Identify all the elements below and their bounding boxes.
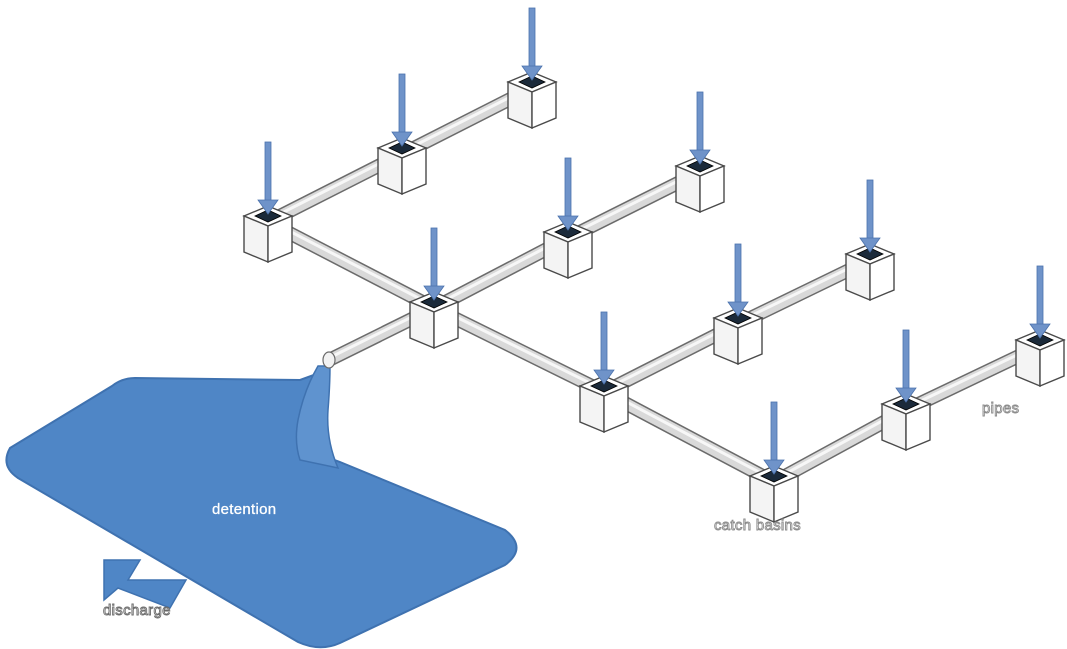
inlet-grate	[554, 225, 582, 239]
catch-basin-12	[748, 465, 800, 524]
inlet-grate	[518, 75, 546, 89]
inflow-arrow-icon-5	[557, 157, 579, 231]
catch-basin-group	[242, 71, 1066, 524]
catch-basins-label: catch basins	[714, 517, 801, 534]
inlet-grate	[724, 311, 752, 325]
catch-basin-4	[674, 155, 726, 214]
inflow-arrow-icon-8	[727, 243, 749, 317]
pipe-segment-6	[430, 301, 608, 399]
catch-basin-11	[880, 393, 932, 452]
catch-basin-5	[542, 221, 594, 280]
water-outfall-stream	[295, 365, 340, 470]
inlet-grate	[254, 209, 282, 223]
catch-basin-3	[242, 205, 294, 264]
catch-basin-2	[376, 137, 428, 196]
inlet-grate	[892, 397, 920, 411]
inlet-grate	[1026, 333, 1054, 347]
catch-basin-1	[506, 71, 558, 130]
inlet-grate	[686, 159, 714, 173]
catch-basin-7	[844, 243, 896, 302]
inlet-grate	[590, 379, 618, 393]
discharge-arrow-icon	[103, 559, 188, 609]
inlet-grate	[388, 141, 416, 155]
detention-pond	[5, 365, 518, 649]
discharge-label: discharge	[103, 602, 171, 619]
inflow-arrow-icon-9	[593, 311, 615, 385]
catch-basin-9	[578, 375, 630, 434]
inflow-arrow-icon-12	[763, 401, 785, 475]
catch-basin-8	[712, 307, 764, 366]
pipes-label: pipes	[982, 400, 1019, 417]
inflow-arrow-icon-3	[257, 141, 279, 215]
detention-label: detention	[212, 501, 276, 518]
catch-basin-6	[408, 291, 460, 350]
pipe-outlet	[322, 351, 336, 369]
catch-basin-10	[1014, 329, 1066, 388]
pipe-segment-3	[264, 215, 438, 315]
inflow-arrow-icon-7	[859, 179, 881, 253]
inflow-arrow-icon-4	[689, 91, 711, 165]
inflow-arrow-icon-11	[895, 329, 917, 403]
inlet-grate	[856, 247, 884, 261]
inflow-arrow-icon-1	[521, 7, 543, 81]
detention-basin-shape	[5, 370, 518, 649]
inflow-arrow-icon-2	[391, 73, 413, 147]
pipe-segment-9	[600, 385, 778, 489]
inflow-arrow-icon-10	[1029, 265, 1051, 339]
inflow-arrow-group	[257, 7, 1051, 475]
inflow-arrow-icon-6	[423, 227, 445, 301]
inlet-grate	[420, 295, 448, 309]
inlet-grate	[760, 469, 788, 483]
